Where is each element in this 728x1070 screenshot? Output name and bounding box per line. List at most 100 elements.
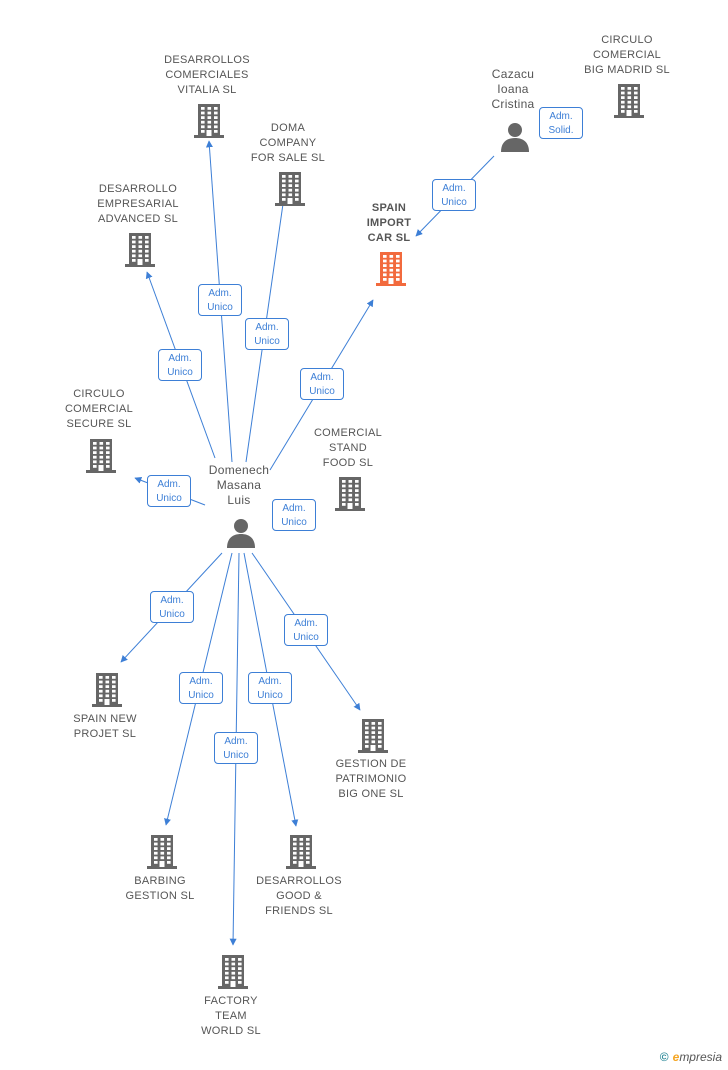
node-label-line: CIRCULO bbox=[73, 388, 125, 400]
edge-label-domenech-secure[interactable]: Adm. Unico bbox=[147, 475, 191, 507]
edge-label-domenech-goodfriends[interactable]: Adm.Unico bbox=[248, 672, 292, 704]
node-label-line: STAND bbox=[329, 442, 367, 454]
node-label-line: COMERCIALES bbox=[165, 69, 249, 81]
edge-label-cazacu-spainimport[interactable]: Adm. Solid. bbox=[539, 107, 583, 139]
edge-label-line: Unico bbox=[223, 750, 249, 761]
edge-label-line: Unico bbox=[441, 197, 467, 208]
node-label-line: Cazacu bbox=[491, 67, 535, 81]
node-label-spainimport[interactable]: SPAIN IMPORT CAR SL bbox=[344, 201, 434, 246]
node-label-line: IMPORT bbox=[366, 217, 412, 229]
building-icon-barbing[interactable] bbox=[147, 835, 177, 874]
edge-label-line: Adm. bbox=[442, 183, 466, 194]
node-label-bigone[interactable]: GESTION DE PATRIMONIO BIG ONE SL bbox=[321, 757, 421, 802]
building-icon-bigmadrid[interactable] bbox=[614, 84, 644, 123]
person-icon-cazacu[interactable] bbox=[500, 122, 530, 157]
building-icon-spainimport[interactable] bbox=[376, 252, 406, 291]
edge-label-domenech-doma[interactable]: Adm. Unico bbox=[245, 318, 289, 350]
node-label-line: PATRIMONIO bbox=[335, 773, 407, 785]
edge-label-line: Unico bbox=[167, 367, 193, 378]
edge-label-line: Unico bbox=[156, 493, 182, 504]
edge-label-line: Unico bbox=[159, 609, 185, 620]
brand-name: empresia bbox=[672, 1050, 722, 1064]
edge-label-cazacu-spainimport[interactable]: Adm. Unico bbox=[432, 179, 476, 211]
edge-label-line: Unico bbox=[309, 386, 335, 397]
node-label-line: SECURE SL bbox=[66, 418, 132, 430]
edge-label-line: Adm. bbox=[255, 322, 279, 333]
node-label-line: DESARROLLOS bbox=[164, 54, 250, 66]
node-label-line: DESARROLLO bbox=[98, 183, 178, 195]
copyright-icon: © bbox=[659, 1050, 669, 1064]
person-icon-domenech[interactable] bbox=[226, 518, 256, 553]
node-label-line: FACTORY bbox=[204, 995, 258, 1007]
building-icon-secure[interactable] bbox=[86, 439, 116, 478]
node-label-line: FRIENDS SL bbox=[265, 905, 333, 917]
edge-label-line: Unico bbox=[257, 690, 283, 701]
edge-label-domenech-empresarial[interactable]: Adm.Unico bbox=[158, 349, 202, 381]
node-label-line: EMPRESARIAL bbox=[97, 198, 179, 210]
node-label-line: BIG MADRID SL bbox=[584, 64, 670, 76]
node-label-goodfriends[interactable]: DESARROLLOS GOOD & FRIENDS SL bbox=[244, 874, 354, 919]
building-icon-goodfriends[interactable] bbox=[286, 835, 316, 874]
edge-label-line: Adm. bbox=[157, 479, 181, 490]
edge-label-line: Adm. bbox=[189, 676, 213, 687]
edge-label-line: Adm. bbox=[310, 372, 334, 383]
edge-label-line: Unico bbox=[207, 302, 233, 313]
node-label-line: COMPANY bbox=[259, 137, 317, 149]
building-icon-doma[interactable] bbox=[275, 172, 305, 211]
node-label-doma[interactable]: DOMA COMPANY FOR SALE SL bbox=[238, 121, 338, 166]
edge-label-line: Adm. bbox=[224, 736, 248, 747]
node-label-line: BIG ONE SL bbox=[338, 788, 404, 800]
node-label-line: GESTION DE bbox=[335, 758, 407, 770]
edge-label-line: Adm. bbox=[549, 111, 573, 122]
footer-brand: ©empresia bbox=[660, 1050, 722, 1064]
edge-label-line: Solid. bbox=[548, 125, 574, 136]
edge-label-domenech-spainimport[interactable]: Adm. Unico bbox=[300, 368, 344, 400]
node-label-secure[interactable]: CIRCULO COMERCIAL SECURE SL bbox=[49, 387, 149, 432]
node-label-vitalia[interactable]: DESARROLLOS COMERCIALES VITALIA SL bbox=[152, 53, 262, 98]
edge-label-line: Unico bbox=[254, 336, 280, 347]
edge-label-line: Adm. bbox=[294, 618, 318, 629]
building-icon-empresarial[interactable] bbox=[125, 233, 155, 272]
node-label-line: CAR SL bbox=[367, 232, 411, 244]
node-label-line: COMERCIAL bbox=[313, 427, 383, 439]
edge-label-domenech-spainnew[interactable]: Adm.Unico bbox=[150, 591, 194, 623]
node-label-line: Ioana bbox=[497, 82, 529, 96]
edge-label-domenech-vitalia[interactable]: Adm.Unico bbox=[198, 284, 242, 316]
node-label-standfood[interactable]: COMERCIAL STAND FOOD SL bbox=[298, 426, 398, 471]
edge-label-domenech-factory[interactable]: Adm. Unico bbox=[214, 732, 258, 764]
node-label-line: SPAIN bbox=[371, 202, 407, 214]
node-label-line: GOOD & bbox=[276, 890, 322, 902]
edge-label-line: Unico bbox=[281, 517, 307, 528]
node-label-line: CIRCULO bbox=[601, 34, 653, 46]
building-icon-factory[interactable] bbox=[218, 955, 248, 994]
node-label-line: Cristina bbox=[491, 97, 535, 111]
node-label-line: FOR SALE SL bbox=[250, 152, 326, 164]
node-label-line: COMERCIAL bbox=[64, 403, 134, 415]
edge-label-line: Unico bbox=[293, 632, 319, 643]
building-icon-vitalia[interactable] bbox=[194, 104, 224, 143]
building-icon-standfood[interactable] bbox=[335, 477, 365, 516]
node-label-line: Luis bbox=[227, 493, 251, 507]
node-label-line: DESARROLLOS bbox=[256, 875, 342, 887]
building-icon-bigone[interactable] bbox=[358, 719, 388, 758]
edge-label-domenech-bigone[interactable]: Adm. Unico bbox=[284, 614, 328, 646]
node-label-line: TEAM bbox=[215, 1010, 247, 1022]
building-icon-spainnew[interactable] bbox=[92, 673, 122, 712]
node-label-line: VITALIA SL bbox=[177, 84, 237, 96]
node-label-line: FOOD SL bbox=[322, 457, 374, 469]
node-label-line: BARBING bbox=[134, 875, 186, 887]
edge-label-domenech-standfood[interactable]: Adm. Unico bbox=[272, 499, 316, 531]
node-label-line: DOMA bbox=[270, 122, 306, 134]
edge-label-line: Adm. bbox=[282, 503, 306, 514]
node-label-line: PROJET SL bbox=[73, 728, 137, 740]
edge-label-domenech-barbing[interactable]: Adm.Unico bbox=[179, 672, 223, 704]
